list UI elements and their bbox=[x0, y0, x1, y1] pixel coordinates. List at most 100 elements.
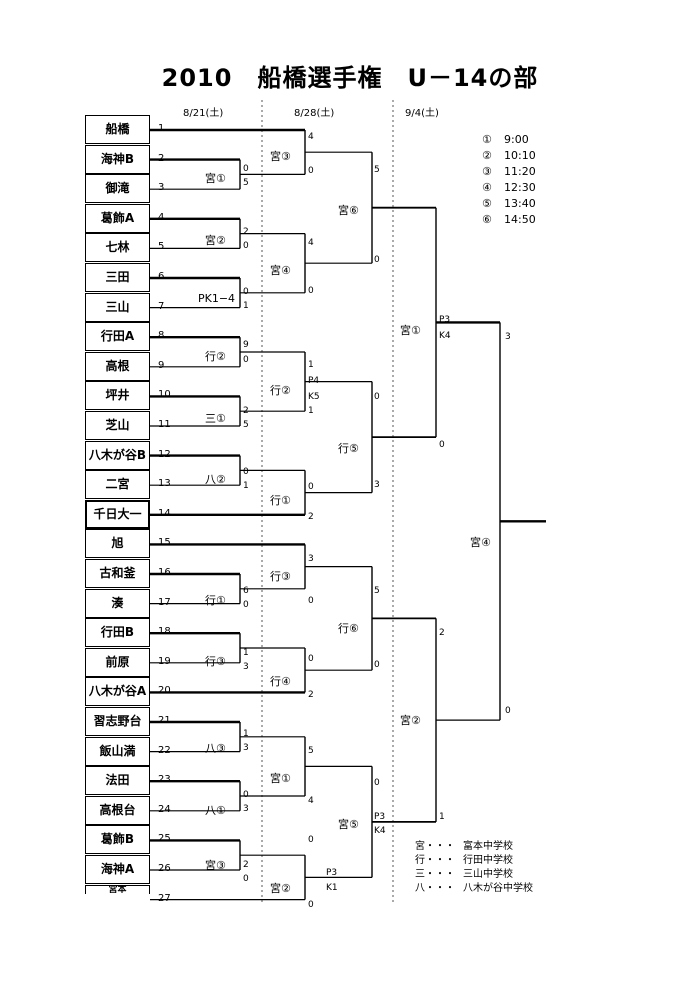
score: 0 bbox=[308, 482, 314, 492]
seed-number: 25 bbox=[158, 833, 171, 845]
score: 0 bbox=[308, 900, 314, 910]
score: 2 bbox=[308, 512, 314, 522]
match-label: 宮④ bbox=[270, 264, 291, 277]
team-name: 習志野台 bbox=[85, 707, 150, 736]
match-label: 八① bbox=[205, 804, 226, 817]
time-number: ④ bbox=[482, 181, 492, 194]
team-name: 飯山満 bbox=[85, 736, 150, 766]
team-name: 三山 bbox=[85, 292, 150, 322]
seed-number: 10 bbox=[158, 389, 171, 401]
team-name: 葛飾A bbox=[85, 203, 150, 233]
round2-date: 8/28(土) bbox=[294, 108, 335, 119]
score: 3 bbox=[308, 554, 314, 564]
score: 1 bbox=[308, 360, 314, 370]
match-label: 行② bbox=[270, 384, 291, 397]
score: 1 bbox=[243, 648, 249, 658]
score: K4 bbox=[439, 331, 451, 341]
score: 6 bbox=[243, 586, 249, 596]
seed-number: 22 bbox=[158, 744, 171, 756]
team-name: 御滝 bbox=[85, 174, 150, 204]
seed-number: 8 bbox=[158, 330, 165, 342]
team-name: 二宮 bbox=[85, 470, 150, 500]
round3-date: 9/4(土) bbox=[405, 108, 439, 119]
score: 2 bbox=[308, 690, 314, 700]
seed-number: 19 bbox=[158, 655, 171, 667]
seed-number: 9 bbox=[158, 359, 165, 371]
score: 3 bbox=[243, 804, 249, 814]
match-label: 宮① bbox=[270, 772, 291, 785]
seed-number: 12 bbox=[158, 448, 171, 460]
score: 0 bbox=[243, 790, 249, 800]
team-name: 行田A bbox=[85, 322, 150, 352]
score: 0 bbox=[374, 778, 380, 788]
score: 2 bbox=[243, 406, 249, 416]
score: 1 bbox=[243, 301, 249, 311]
team-name: 湊 bbox=[85, 588, 150, 618]
match-label: 宮① bbox=[205, 172, 226, 185]
score: P4 bbox=[308, 376, 320, 386]
legend-school: 富本中学校 bbox=[463, 841, 513, 852]
match-label: 行③ bbox=[205, 655, 226, 668]
score: 0 bbox=[243, 355, 249, 365]
score: 4 bbox=[308, 238, 314, 248]
time-number: ② bbox=[482, 149, 492, 162]
seed-number: 26 bbox=[158, 863, 171, 874]
team-name: 前原 bbox=[85, 647, 150, 677]
score: 0 bbox=[308, 654, 314, 664]
match-label: 行① bbox=[270, 494, 291, 507]
seed-number: 27 bbox=[158, 892, 171, 904]
seed-number: 17 bbox=[158, 596, 171, 608]
legend-row: 行・・・行田中学校 bbox=[415, 851, 513, 866]
score: 1 bbox=[243, 729, 249, 739]
score: K4 bbox=[374, 826, 386, 836]
seed-number: 18 bbox=[158, 626, 171, 638]
team-name: 宮本 bbox=[85, 884, 150, 894]
match-label: 宮⑤ bbox=[338, 818, 359, 831]
team-name: 海神A bbox=[85, 855, 150, 884]
time-value: 13:40 bbox=[504, 197, 536, 210]
team-name: 古和釜 bbox=[85, 559, 150, 588]
legend-row: 三・・・三山中学校 bbox=[415, 865, 513, 880]
time-value: 14:50 bbox=[504, 213, 536, 226]
score: 2 bbox=[243, 860, 249, 870]
legend-school: 八木が谷中学校 bbox=[463, 883, 533, 894]
seed-number: 20 bbox=[158, 685, 171, 697]
legend-row: 宮・・・富本中学校 bbox=[415, 837, 513, 852]
legend-key: 三・・・ bbox=[415, 869, 455, 880]
seed-number: 7 bbox=[158, 300, 165, 312]
match-label: 宮④ bbox=[470, 536, 491, 549]
score: K1 bbox=[326, 883, 338, 893]
team-name: 高根台 bbox=[85, 795, 150, 825]
score: 0 bbox=[308, 835, 314, 845]
score: 0 bbox=[243, 600, 249, 610]
score: 5 bbox=[308, 746, 314, 756]
score: 0 bbox=[243, 874, 249, 884]
seed-number: 24 bbox=[158, 803, 171, 815]
score: 0 bbox=[308, 286, 314, 296]
score: 2 bbox=[243, 227, 249, 237]
match-label: 宮② bbox=[270, 882, 291, 895]
team-name: 七林 bbox=[85, 233, 150, 263]
match-label: 宮② bbox=[400, 714, 421, 727]
team-name: 法田 bbox=[85, 766, 150, 796]
score: P3 bbox=[374, 812, 386, 822]
score: 5 bbox=[374, 165, 380, 175]
match-label: 宮① bbox=[400, 324, 421, 337]
match-label: PK1−4 bbox=[198, 292, 236, 305]
match-label: 行① bbox=[205, 594, 226, 607]
legend-key: 八・・・ bbox=[415, 883, 455, 894]
score: 3 bbox=[374, 480, 380, 490]
legend-school: 三山中学校 bbox=[463, 869, 513, 880]
legend-row: 八・・・八木が谷中学校 bbox=[415, 879, 533, 894]
match-label: 宮③ bbox=[270, 150, 291, 163]
match-label: 宮③ bbox=[205, 859, 226, 872]
legend-key: 行・・・ bbox=[415, 855, 455, 866]
seed-number: 4 bbox=[158, 211, 165, 223]
score: 3 bbox=[243, 662, 249, 672]
